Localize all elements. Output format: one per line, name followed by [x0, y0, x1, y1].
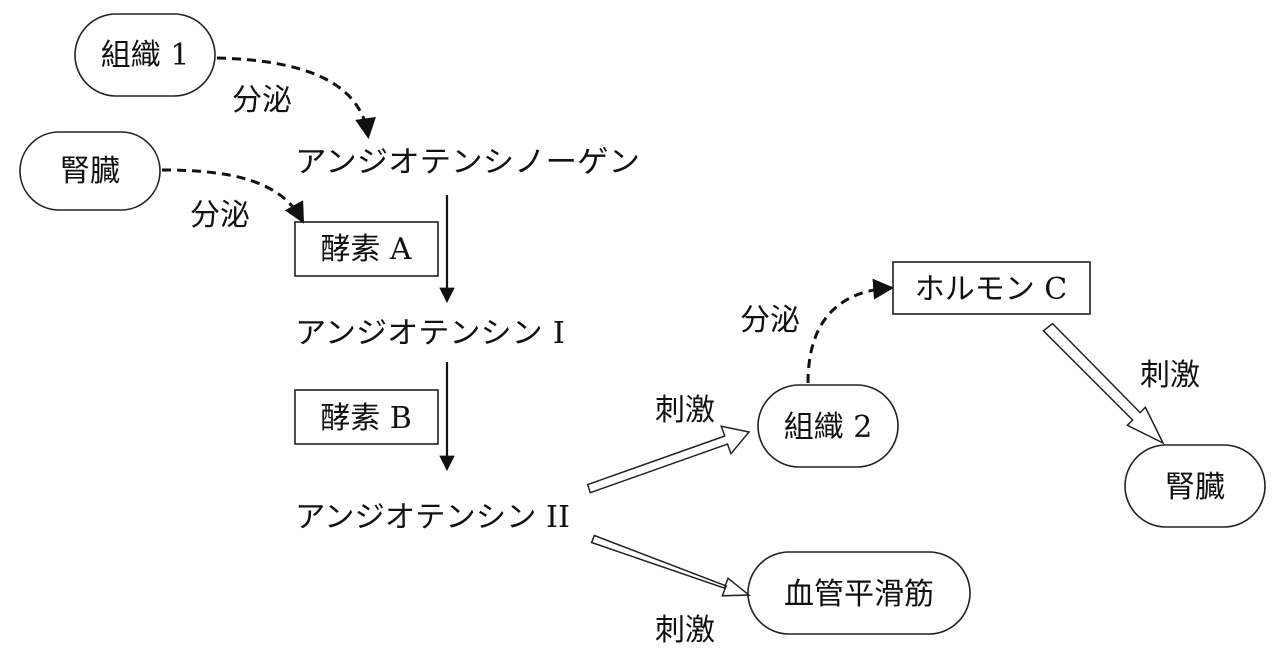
edge-tissue1-to-angiotensinogen: [216, 56, 376, 140]
node-tissue1-label: 組織 1: [101, 38, 190, 73]
node-angiotensin2: アンジオテンシン II: [295, 500, 570, 535]
node-kidney-right-label: 腎臓: [1165, 470, 1225, 505]
label-secretion-tissue1: 分泌: [232, 83, 292, 118]
node-angiotensinogen: アンジオテンシノーゲン: [295, 145, 640, 180]
label-stimulus-tissue2: 刺激: [655, 393, 715, 428]
node-kidney-right: 腎臓: [1124, 444, 1266, 528]
edge-tissue2-to-hormone-c: [806, 278, 895, 384]
edge-kidney-to-enzyme-a: [161, 168, 305, 224]
node-vascular-smooth-muscle: 血管平滑筋: [747, 551, 971, 635]
node-enzyme-a: 酵素 A: [294, 221, 439, 277]
node-vascular-smooth-muscle-label: 血管平滑筋: [784, 577, 934, 612]
node-kidney-top: 腎臓: [19, 131, 161, 211]
label-stimulus-kidney: 刺激: [1140, 358, 1200, 393]
edge-angiotensin2-to-muscle: [590, 534, 752, 597]
edge-angiotensin2-to-tissue2: [586, 425, 751, 494]
label-secretion-tissue2: 分泌: [740, 303, 800, 338]
node-kidney-top-label: 腎臓: [60, 154, 120, 189]
edge-hormone-c-to-kidney: [1042, 322, 1165, 445]
node-hormone-c: ホルモン C: [892, 261, 1091, 315]
node-hormone-c-label: ホルモン C: [915, 272, 1068, 307]
node-angiotensin1: アンジオテンシン I: [295, 316, 565, 351]
node-enzyme-a-label: 酵素 A: [320, 232, 412, 267]
node-tissue2-label: 組織 2: [784, 410, 873, 445]
label-secretion-kidney: 分泌: [190, 198, 250, 233]
node-enzyme-b-label: 酵素 B: [320, 401, 412, 436]
node-tissue2: 組織 2: [757, 384, 899, 468]
node-tissue1: 組織 1: [74, 13, 216, 97]
node-enzyme-b: 酵素 B: [294, 389, 439, 445]
label-stimulus-muscle: 刺激: [655, 613, 715, 648]
